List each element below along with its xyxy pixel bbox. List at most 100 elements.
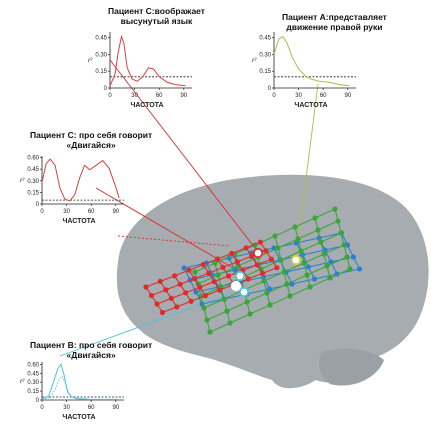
spectrum-curve xyxy=(41,158,120,202)
x-tick-label: 0 xyxy=(108,93,112,99)
electrode-dot xyxy=(261,278,267,284)
y-tick-label: 0.15 xyxy=(27,389,39,395)
grid-line xyxy=(202,264,221,291)
electrode-grids xyxy=(143,206,363,335)
electrode-dot xyxy=(191,276,197,282)
grid-line xyxy=(145,286,163,313)
grid-line xyxy=(206,256,348,321)
electrode-dot xyxy=(200,262,206,268)
electrode-dot xyxy=(148,292,155,299)
spectrum-curve xyxy=(41,363,118,400)
electrode-dot xyxy=(220,264,226,271)
electrode-dot xyxy=(254,262,260,268)
electrode-dot xyxy=(232,267,238,273)
electrode-dot xyxy=(335,218,341,224)
electrode-dot xyxy=(221,296,227,302)
electrode-dot xyxy=(344,254,350,260)
grid-line xyxy=(245,247,264,274)
electrode-dot xyxy=(293,240,300,246)
electrode-dot xyxy=(272,233,278,239)
grid-line xyxy=(341,232,360,270)
x-tick-label: 90 xyxy=(112,209,119,215)
highlighted-electrode xyxy=(252,247,264,259)
electrode-dot xyxy=(264,290,270,296)
x-tick-label: 30 xyxy=(63,405,70,411)
y-tick-label: 0.45 xyxy=(27,371,39,377)
grid-line xyxy=(194,208,336,273)
electrode-dot xyxy=(292,224,298,230)
electrode-dot xyxy=(181,265,187,271)
x-tick-label: 30 xyxy=(63,209,70,215)
electrode-dot xyxy=(274,265,280,271)
y-tick-label: 0 xyxy=(104,86,108,92)
electrode-dot xyxy=(217,287,223,293)
electrode-dot xyxy=(347,266,353,272)
electrode-dot xyxy=(268,256,274,262)
y-axis-label: r² xyxy=(20,177,25,184)
y-tick-label: 0.15 xyxy=(95,69,107,75)
electrode-dot xyxy=(263,248,269,254)
highlighted-electrode xyxy=(230,280,242,292)
grid-line xyxy=(159,281,178,308)
grid-red xyxy=(143,239,280,316)
y-tick-label: 0 xyxy=(268,86,272,92)
electrode-dot xyxy=(188,298,194,304)
electrode-dot xyxy=(227,320,233,326)
electrode-dot xyxy=(163,287,169,293)
electrode-dot xyxy=(247,311,253,317)
grid-line xyxy=(200,232,342,297)
electrode-dot xyxy=(324,263,330,269)
highlighted-electrode xyxy=(234,270,246,282)
electrode-dot xyxy=(350,254,357,260)
y-tick-label: 0.60 xyxy=(27,362,39,368)
x-axis-label: ЧАСТОТА xyxy=(62,218,95,225)
x-tick-label: 60 xyxy=(320,93,327,99)
electrode-dot xyxy=(225,273,232,279)
electrode-dot xyxy=(332,206,338,212)
x-tick-label: 60 xyxy=(156,93,163,99)
electrode-dot xyxy=(183,290,189,296)
highlighted-electrode xyxy=(238,286,250,298)
electrode-dot xyxy=(245,276,251,282)
callout-line xyxy=(295,83,319,259)
electrode-dot xyxy=(174,304,180,310)
grid-line xyxy=(209,268,351,333)
grid-line xyxy=(231,253,249,280)
electrode-dot xyxy=(341,242,347,248)
y-axis-label: r² xyxy=(252,57,257,64)
electrode-dot xyxy=(214,256,221,262)
electrode-dot xyxy=(204,317,210,323)
x-tick-label: 60 xyxy=(88,405,95,411)
electrode-dot xyxy=(275,245,281,251)
x-axis-label: ЧАСТОТА xyxy=(62,414,95,421)
y-tick-label: 0.45 xyxy=(95,36,107,42)
electrode-dot xyxy=(193,289,199,295)
electrode-dot xyxy=(211,279,217,285)
electrode-dot xyxy=(312,215,318,221)
electrode-dot xyxy=(287,293,293,299)
y-tick-label: 0.45 xyxy=(27,167,39,173)
grid-line xyxy=(174,275,192,302)
electrode-dot xyxy=(327,275,333,281)
electrode-dot xyxy=(304,272,310,278)
electrode-dot xyxy=(278,257,284,263)
electrode-dot xyxy=(157,278,163,284)
x-axis-label: ЧАСТОТА xyxy=(130,102,163,109)
electrode-dot xyxy=(154,301,160,307)
y-axis-label: r² xyxy=(88,57,93,64)
x-tick-label: 60 xyxy=(88,209,95,215)
x-axis-label: ЧАСТОТА xyxy=(294,102,327,109)
electrode-dot xyxy=(192,269,198,275)
electrode-dot xyxy=(244,299,250,305)
y-tick-label: 0.45 xyxy=(259,36,271,42)
grid-line xyxy=(203,244,345,309)
electrode-dot xyxy=(315,227,321,233)
electrode-dot xyxy=(201,305,207,311)
spectrum-curve-secondary xyxy=(41,375,92,400)
grid-line xyxy=(259,241,278,268)
